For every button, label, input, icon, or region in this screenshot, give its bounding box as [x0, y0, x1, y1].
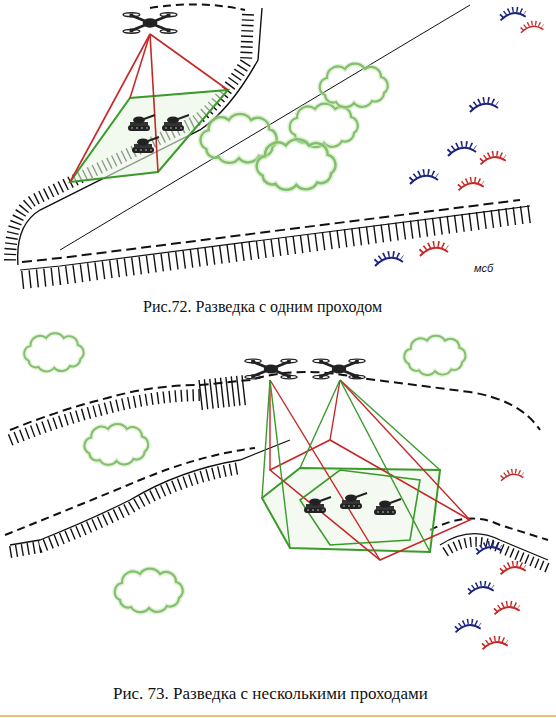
unit-label: мсб: [474, 262, 493, 274]
figure-72: [10, 4, 543, 280]
figure-caption: Рис. 73. Разведка с несколькими проходам…: [113, 684, 428, 704]
figure-73: [5, 333, 548, 649]
figure-caption: Рис.72. Разведка с одним проходом: [143, 298, 382, 316]
